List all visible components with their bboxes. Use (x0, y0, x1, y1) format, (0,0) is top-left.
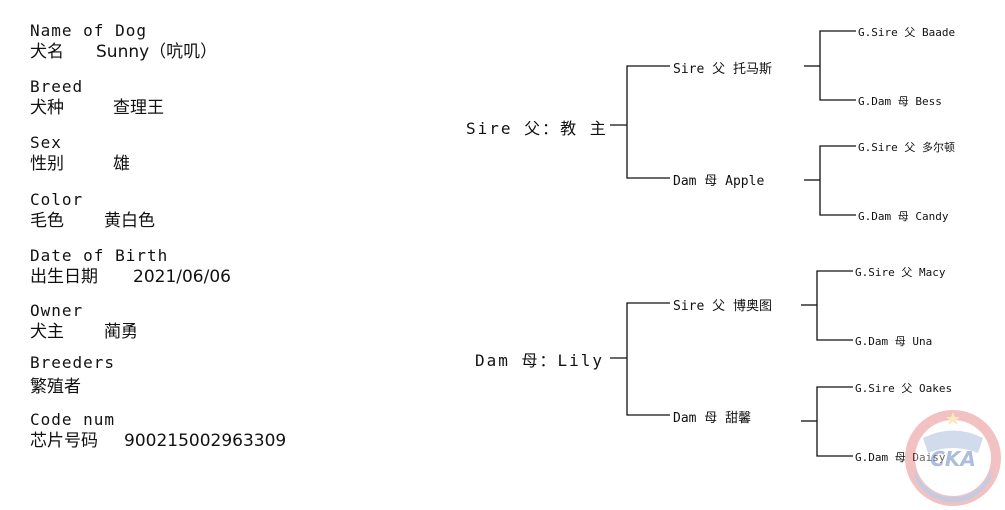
grandsire-label: G.Sire 父 Baade (858, 26, 956, 39)
field-dob: Date of Birth 出生日期 2021/06/06 (30, 246, 231, 288)
field-label-cn: 出生日期 (30, 267, 98, 287)
watermark-text: CKA (930, 447, 976, 471)
field-name: Name of Dog 犬名 Sunny（吭叽） (30, 21, 217, 63)
field-label-en: Breed (30, 77, 84, 96)
field-label-en: Breeders (30, 353, 116, 372)
bracket-line (819, 30, 856, 101)
dam-label: Dam 母：Lily (475, 351, 605, 370)
sire-dam-label: Dam 母 Apple (673, 174, 765, 189)
grandsire-label: G.Sire 父 Oakes (855, 382, 953, 395)
field-value: 蔺勇 (104, 322, 138, 342)
bracket-line (816, 270, 853, 341)
field-breeders: Breeders 繁殖者 (30, 353, 115, 398)
field-label-en: Color (30, 190, 84, 209)
field-label-en: Name of Dog (30, 21, 147, 40)
field-value: 查理王 (113, 98, 164, 118)
field-label-cn: 性别 (30, 154, 64, 174)
dam-dam-label: Dam 母 甜馨 (673, 411, 752, 426)
field-label-en: Code num (30, 410, 116, 429)
cka-watermark-logo: CKA (905, 410, 1001, 506)
field-label-en: Owner (30, 301, 84, 320)
bracket-line (626, 65, 670, 179)
sire-label: Sire 父：教 主 (466, 119, 608, 138)
field-owner: Owner 犬主 蔺勇 (30, 301, 138, 343)
dam-sire-label: Sire 父 博奥图 (673, 299, 772, 314)
sire-sire-label: Sire 父 托马斯 (673, 62, 772, 77)
field-value: Sunny（吭叽） (96, 42, 218, 62)
field-label-cn: 毛色 (30, 211, 64, 231)
field-label-en: Date of Birth (30, 246, 169, 265)
field-label-cn: 繁殖者 (30, 377, 81, 397)
field-color: Color 毛色 黄白色 (30, 190, 155, 232)
field-value: 2021/06/06 (133, 267, 231, 287)
field-label-en: Sex (30, 133, 62, 152)
field-label-cn: 犬种 (30, 98, 64, 118)
grandsire-label: G.Sire 父 多尔顿 (858, 141, 955, 154)
field-code: Code num 芯片号码 900215002963309 (30, 410, 286, 452)
granddam-label: G.Dam 母 Bess (858, 95, 942, 108)
field-value: 900215002963309 (124, 431, 287, 451)
bracket-line (819, 145, 856, 216)
granddam-label: G.Dam 母 Una (855, 335, 933, 348)
granddam-label: G.Dam 母 Candy (858, 210, 949, 223)
grandsire-label: G.Sire 父 Macy (855, 266, 946, 279)
field-sex: Sex 性别 雄 (30, 133, 130, 175)
field-value: 黄白色 (104, 211, 155, 231)
bracket-line (816, 386, 853, 457)
field-label-cn: 芯片号码 (30, 431, 98, 451)
field-label-cn: 犬名 (30, 42, 64, 62)
field-value: 雄 (113, 154, 130, 174)
field-label-cn: 犬主 (30, 322, 64, 342)
field-breed: Breed 犬种 查理王 (30, 77, 164, 119)
bracket-line (626, 302, 670, 416)
granddam-label: G.Dam 母 Daisy (855, 451, 946, 464)
